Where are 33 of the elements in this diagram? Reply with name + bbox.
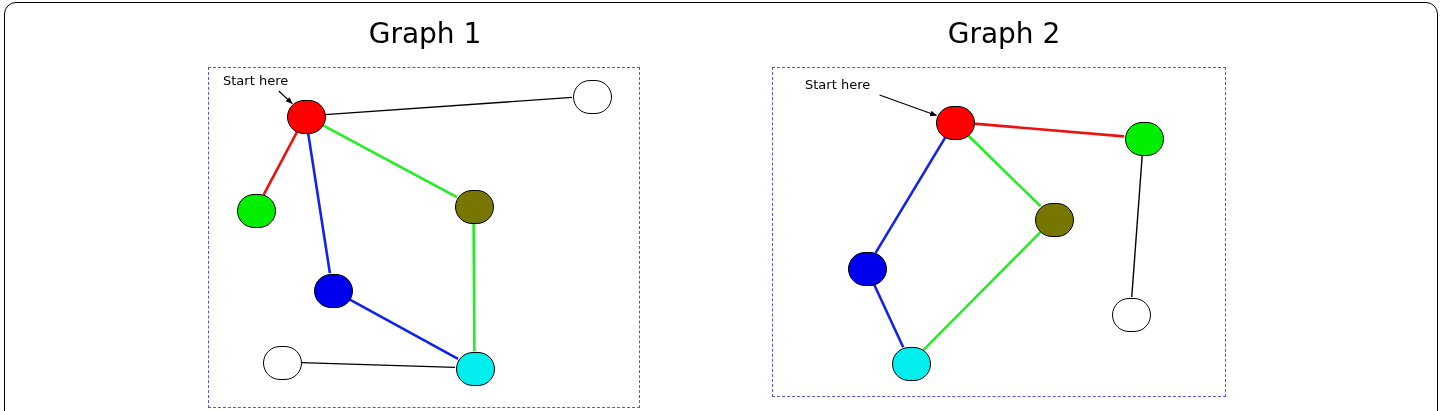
graph-edge xyxy=(324,96,573,116)
start-label: Start here xyxy=(223,72,313,90)
graph-vertex xyxy=(287,100,326,134)
graph-vertex xyxy=(455,190,494,224)
graph-edge xyxy=(348,297,459,361)
graph-vertex xyxy=(892,347,931,381)
graph-title: Graph 2 xyxy=(947,17,1061,51)
graph-edge xyxy=(922,230,1042,352)
graph-edge xyxy=(321,123,458,199)
arrow xyxy=(278,90,293,105)
arrow xyxy=(878,94,938,117)
graph-vertex xyxy=(456,352,495,386)
graph-vertex xyxy=(237,194,276,228)
graph-edge xyxy=(262,130,299,196)
graph-title: Graph 1 xyxy=(368,17,482,51)
graph-vertex xyxy=(1125,122,1164,156)
start-label: Start here xyxy=(805,76,895,94)
dashed-graph-frame xyxy=(772,67,1226,397)
graph-vertex xyxy=(1112,298,1151,332)
graph-edge xyxy=(306,132,332,274)
graph-edge xyxy=(1131,154,1143,298)
graph-vertex xyxy=(848,252,887,286)
graph-vertex xyxy=(314,274,353,308)
graph-edge xyxy=(973,122,1125,138)
graph-edge xyxy=(472,223,476,351)
graph-vertex xyxy=(573,80,612,114)
graph-edge xyxy=(874,136,947,254)
graph-edge xyxy=(300,361,456,369)
graph-edge xyxy=(966,133,1042,208)
dashed-graph-frame xyxy=(208,67,640,408)
graph-vertex xyxy=(263,346,302,380)
graph-vertex xyxy=(1035,203,1074,237)
graph-vertex xyxy=(936,106,975,140)
